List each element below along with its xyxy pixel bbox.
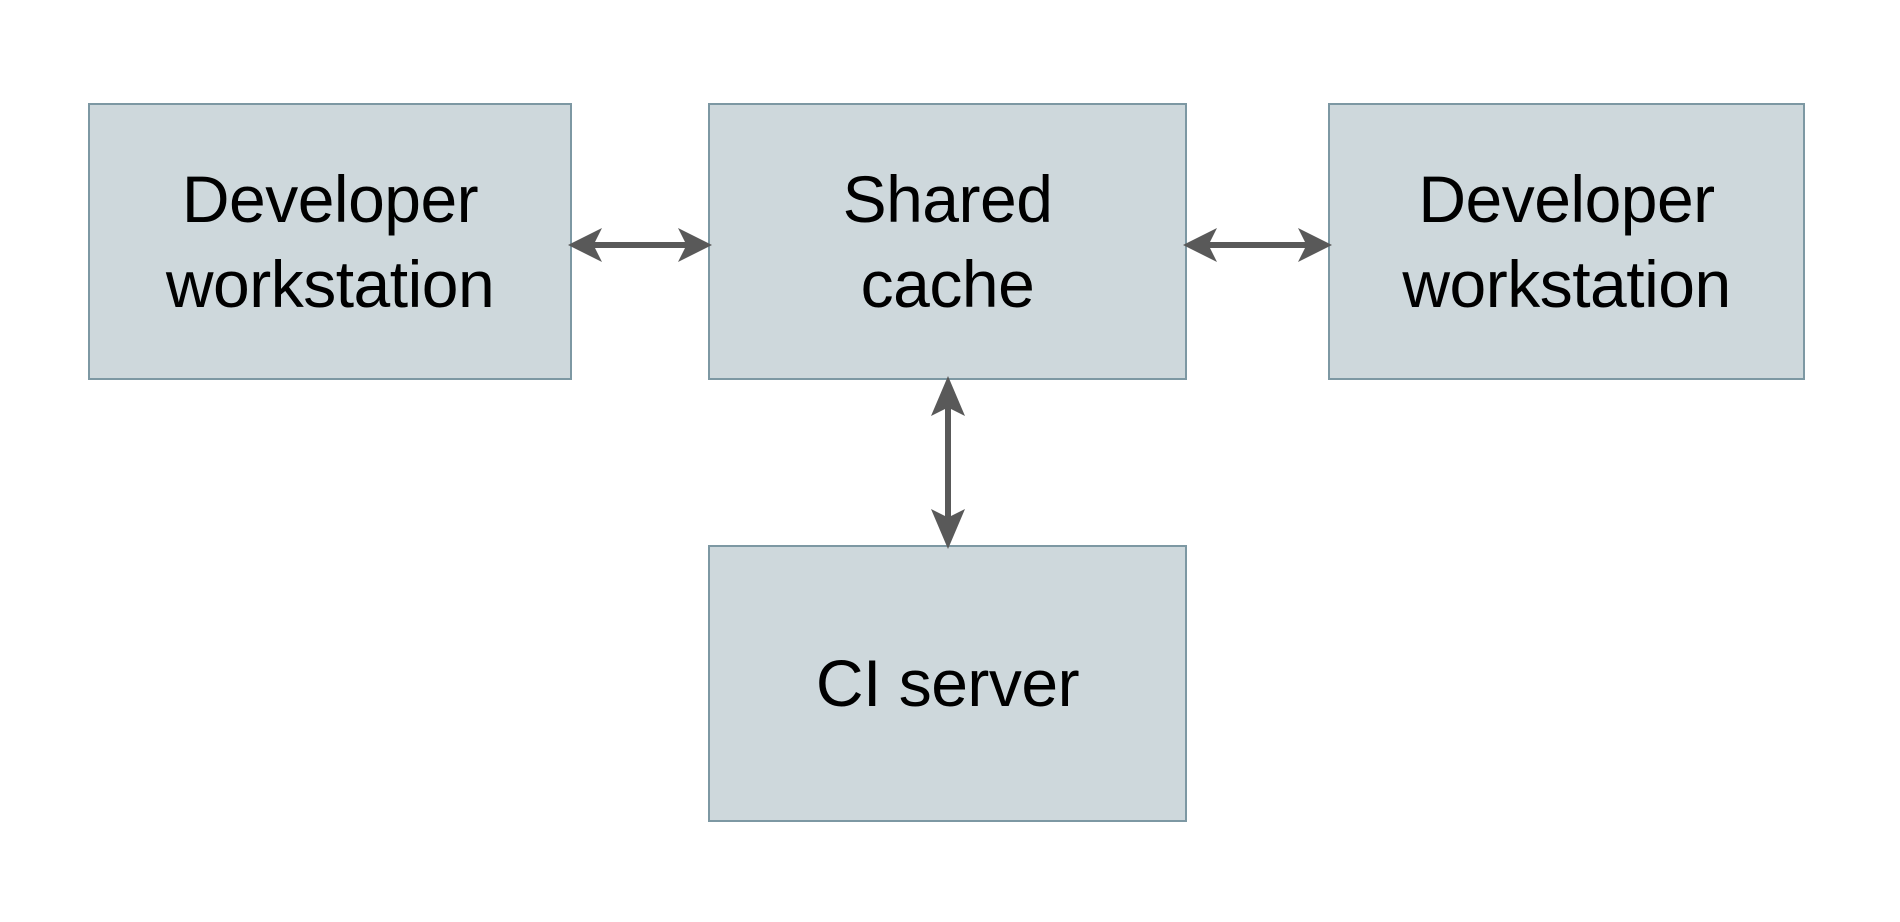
connector-left-to-shared-cache[interactable]: [568, 222, 712, 268]
double-headed-arrow-icon: [568, 228, 712, 262]
double-headed-arrow-icon: [1183, 228, 1332, 262]
node-label-shared-cache: Shared cache: [842, 162, 1053, 321]
node-label-developer-workstation-left: Developer workstation: [165, 162, 495, 321]
node-ci-server[interactable]: CI server: [708, 545, 1187, 822]
node-label-developer-workstation-right: Developer workstation: [1402, 162, 1731, 321]
node-label-ci-server: CI server: [815, 646, 1080, 721]
node-developer-workstation-left[interactable]: Developer workstation: [88, 103, 572, 380]
connector-shared-cache-to-right[interactable]: [1183, 222, 1332, 268]
node-developer-workstation-right[interactable]: Developer workstation: [1328, 103, 1805, 380]
double-headed-arrow-icon: [931, 376, 965, 549]
connector-shared-cache-to-ci-server[interactable]: [925, 376, 971, 549]
node-shared-cache[interactable]: Shared cache: [708, 103, 1187, 380]
